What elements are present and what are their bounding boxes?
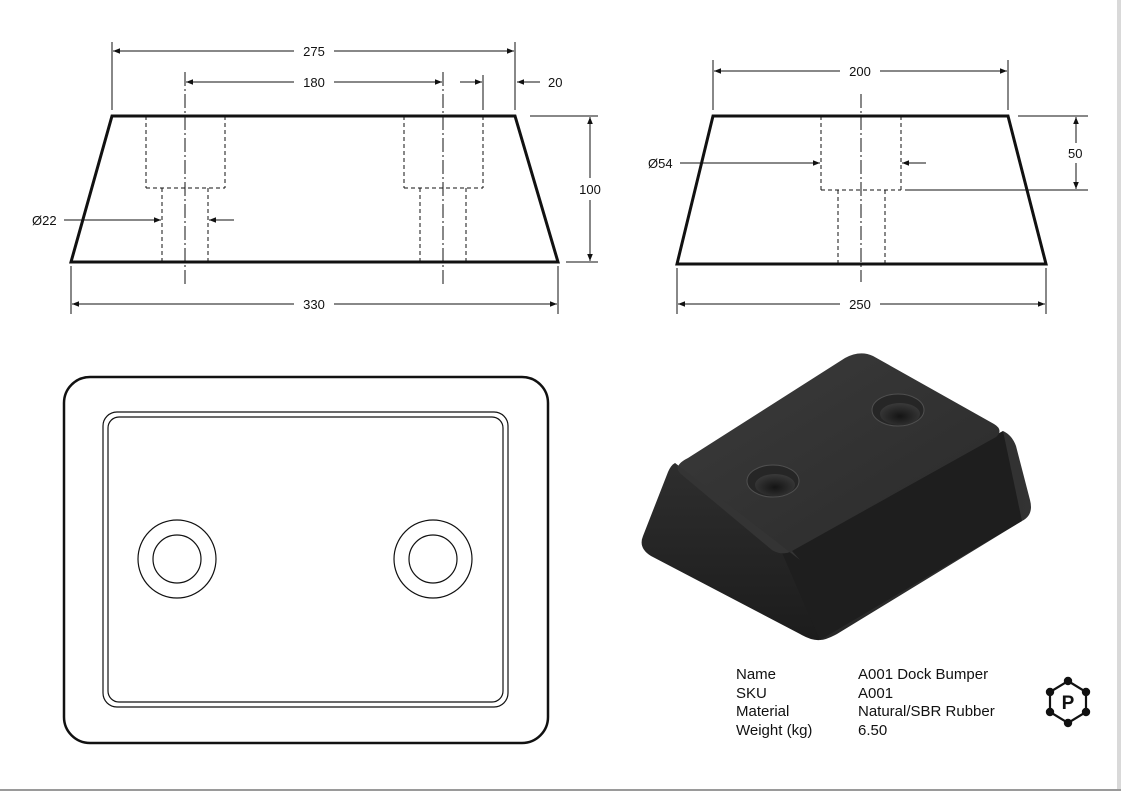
top-view <box>62 375 550 745</box>
info-sku-label: SKU <box>736 684 767 702</box>
info-name-label: Name <box>736 666 777 683</box>
top-view-left-hole <box>137 519 217 599</box>
side-hole-hidden-lines <box>820 116 902 264</box>
dim-front-bottom-width: 330 <box>72 297 557 312</box>
logo-letter: P <box>1062 693 1075 714</box>
dim-side-counterbore-depth-label: 50 <box>1068 146 1082 161</box>
product-info-block: Name A001 Dock Bumper SKU A001 Material … <box>736 666 995 740</box>
info-sku-value: A001 <box>858 684 894 702</box>
top-view-top-face-outline <box>102 411 509 708</box>
front-centerlines <box>184 72 444 284</box>
dim-front-height-label: 100 <box>579 182 601 197</box>
side-extension-lines <box>676 60 1088 314</box>
front-right-hole-hidden-lines <box>403 116 484 262</box>
dim-side-top-width-label: 200 <box>849 64 871 79</box>
dim-front-edge-offset: 20 <box>460 75 562 90</box>
dim-front-top-width-label: 275 <box>303 44 325 59</box>
dim-front-hole-diameter-label: Ø22 <box>32 213 57 228</box>
window-right-edge <box>1117 0 1121 791</box>
dim-front-hole-diameter: Ø22 <box>32 213 234 228</box>
front-left-hole-hidden-lines <box>145 116 226 262</box>
dim-front-edge-offset-label: 20 <box>548 75 562 90</box>
hexagon-logo-icon: P <box>1045 676 1091 728</box>
info-weight-label: Weight (kg) <box>736 721 813 739</box>
window-bottom-edge <box>0 789 1121 791</box>
info-material-label: Material <box>736 703 790 720</box>
dim-front-hole-spacing-label: 180 <box>303 75 325 90</box>
side-view: 200 Ø54 50 250 <box>648 60 1088 314</box>
dim-front-top-width: 275 <box>113 44 514 59</box>
info-weight-value: 6.50 <box>858 721 888 739</box>
isometric-hole-left <box>746 464 800 498</box>
front-extension-lines <box>70 42 598 314</box>
dim-side-bottom-width-label: 250 <box>849 297 871 312</box>
info-row-material: Material Natural/SBR Rubber <box>736 703 995 722</box>
dim-front-bottom-width-label: 330 <box>303 297 325 312</box>
dim-front-height: 100 <box>579 117 601 261</box>
front-view-outline <box>69 114 561 264</box>
dim-side-top-width: 200 <box>714 64 1007 79</box>
info-name-value: A001 Dock Bumper <box>858 666 989 683</box>
isometric-hole-right <box>871 393 925 427</box>
top-view-outer-outline <box>62 375 550 745</box>
dim-front-hole-spacing: 180 <box>186 75 442 90</box>
info-material-value: Natural/SBR Rubber <box>858 703 995 720</box>
info-row-sku: SKU A001 <box>736 685 995 704</box>
dim-side-counterbore-depth: 50 <box>1068 117 1082 189</box>
dim-side-counterbore-diameter-label: Ø54 <box>648 156 673 171</box>
isometric-render <box>641 353 1031 641</box>
dim-side-counterbore-diameter: Ø54 <box>648 156 926 171</box>
info-row-name: Name A001 Dock Bumper <box>736 666 995 685</box>
info-row-weight: Weight (kg) 6.50 <box>736 722 995 741</box>
dim-side-bottom-width: 250 <box>678 297 1045 312</box>
top-view-right-hole <box>393 519 473 599</box>
front-view: 275 180 20 100 330 Ø22 <box>32 42 601 314</box>
side-view-outline <box>675 114 1048 266</box>
